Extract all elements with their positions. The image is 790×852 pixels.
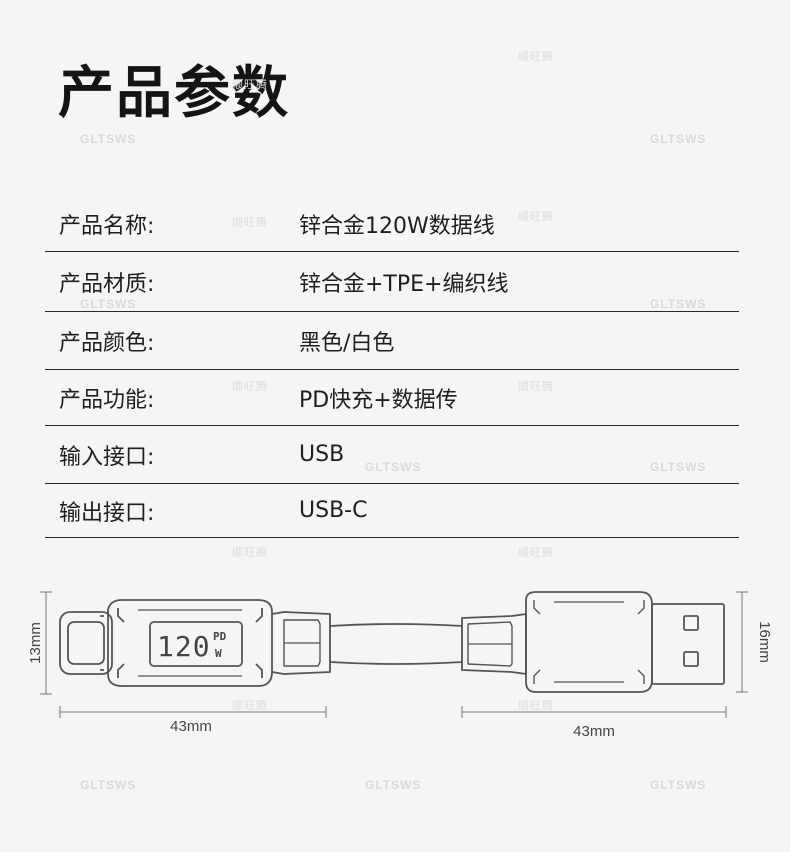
spec-row-input: 输入接口: USB (45, 426, 739, 484)
spec-value: USB (299, 442, 345, 467)
spec-row-output: 输出接口: USB-C (45, 484, 739, 538)
dim-right-width: 43mm (573, 723, 615, 740)
watermark: GLTSWS (650, 778, 707, 792)
spec-label: 产品功能: (59, 387, 155, 413)
spec-row-function: 产品功能: PD快充+数据传 (45, 370, 739, 426)
led-display (149, 621, 243, 667)
watermark: GLTSWS (80, 297, 137, 311)
spec-value: 黑色/白色 (299, 330, 395, 356)
spec-table: 产品名称: 锌合金120W数据线 产品材质: 锌合金+TPE+编织线 产品颜色:… (45, 196, 739, 538)
watermark: 顺旺腾 (232, 217, 268, 229)
spec-value: USB-C (299, 498, 368, 523)
watermark: GLTSWS (650, 460, 707, 474)
spec-label: 产品颜色: (59, 330, 155, 356)
spec-value: PD快充+数据传 (299, 387, 458, 413)
left-strain-relief (271, 611, 331, 675)
watermark: 顺旺腾 (232, 79, 268, 91)
watermark: 顺旺腾 (518, 51, 554, 63)
usb-a-housing (525, 591, 653, 693)
watermark: 顺旺腾 (518, 700, 554, 712)
dim-right-height: 16mm (756, 621, 773, 663)
spec-row-color: 产品颜色: 黑色/白色 (45, 312, 739, 370)
spec-row-material: 产品材质: 锌合金+TPE+编织线 (45, 252, 739, 312)
watermark: GLTSWS (650, 297, 707, 311)
dim-left-height: 13mm (27, 622, 44, 664)
watermark: 顺旺腾 (232, 700, 268, 712)
spec-value: 锌合金+TPE+编织线 (299, 271, 509, 297)
dimension-line (59, 706, 327, 718)
watermark: 顺旺腾 (518, 211, 554, 223)
spec-label: 输出接口: (59, 500, 155, 526)
display-number: 120 (157, 630, 211, 663)
dimension-line (40, 591, 52, 695)
spec-label: 产品名称: (59, 213, 155, 239)
watermark: 顺旺腾 (518, 381, 554, 393)
right-strain-relief (461, 613, 527, 675)
dim-left-width: 43mm (170, 718, 212, 735)
usb-c-plug (59, 611, 113, 675)
watermark: GLTSWS (650, 132, 707, 146)
spec-row-name: 产品名称: 锌合金120W数据线 (45, 196, 739, 252)
usb-a-plug (651, 603, 725, 685)
display-w: W (215, 647, 222, 660)
page-title: 产品参数 (58, 61, 290, 126)
watermark: 顺旺腾 (232, 381, 268, 393)
watermark: GLTSWS (365, 460, 422, 474)
watermark: GLTSWS (365, 778, 422, 792)
watermark: 顺旺腾 (232, 547, 268, 559)
watermark: GLTSWS (80, 132, 137, 146)
watermark: GLTSWS (80, 778, 137, 792)
spec-label: 产品材质: (59, 271, 155, 297)
display-pd: PD (213, 630, 227, 643)
spec-label: 输入接口: (59, 444, 155, 470)
watermark: 顺旺腾 (518, 547, 554, 559)
cable-body (329, 623, 463, 665)
spec-value: 锌合金120W数据线 (299, 213, 495, 239)
cable-diagram: 120 PD W 13mm 43mm 43mm 16mm (27, 591, 773, 740)
dimension-line (461, 706, 727, 718)
dimension-line (736, 591, 748, 693)
